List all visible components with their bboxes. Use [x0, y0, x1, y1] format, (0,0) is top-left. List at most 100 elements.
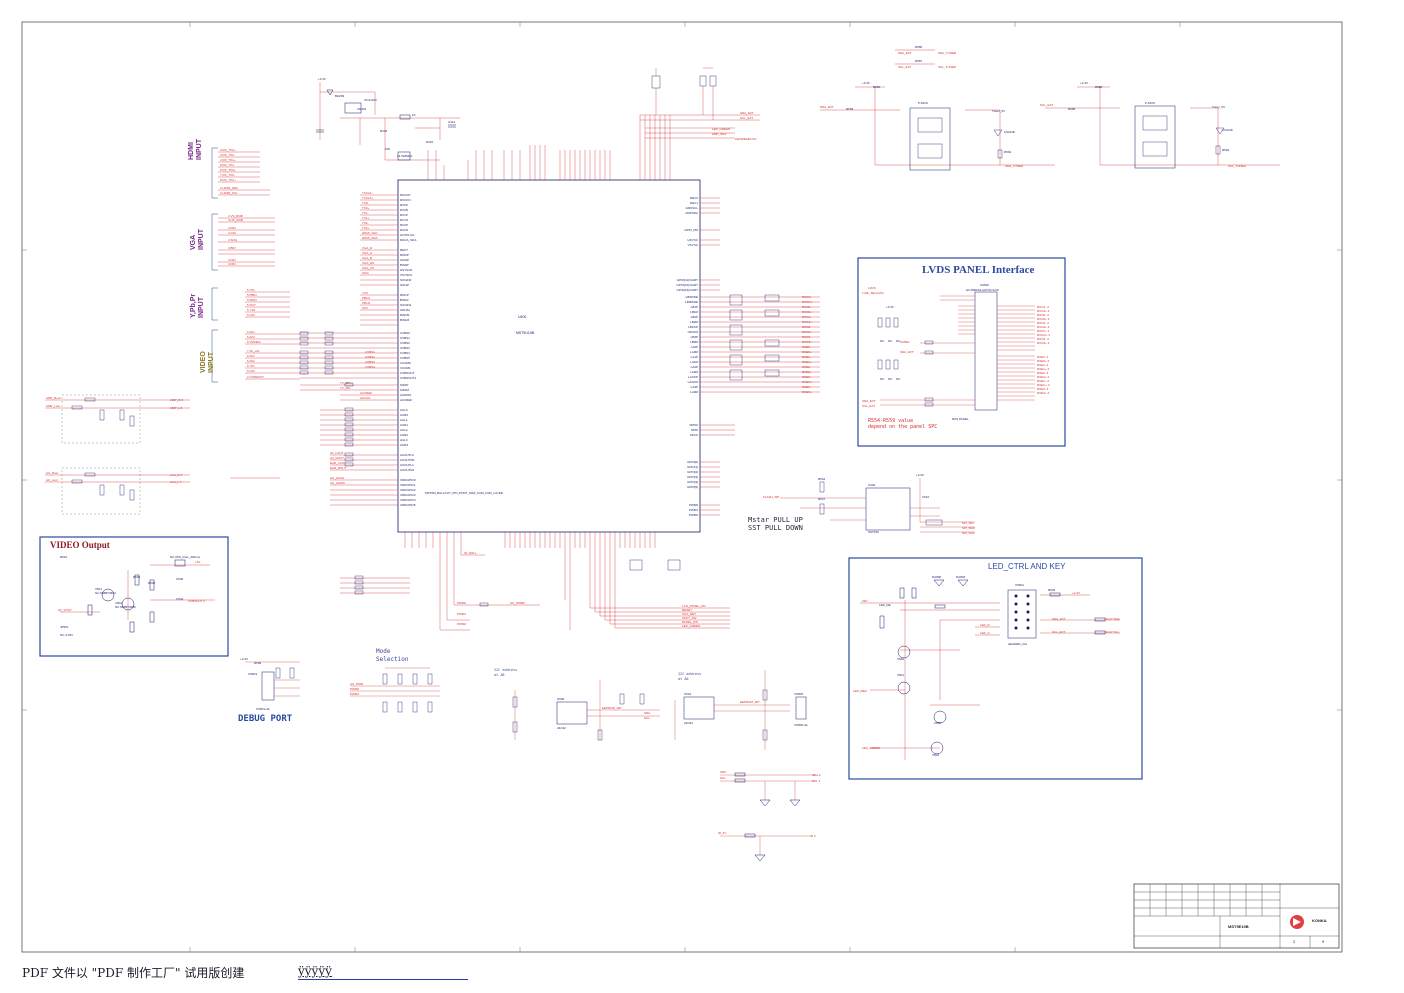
svg-text:RXO1-: RXO1-	[802, 315, 811, 319]
svg-text:2 RX_TX2+: 2 RX_TX2+	[220, 148, 236, 152]
svg-text:1N4148: 1N4148	[1222, 128, 1233, 132]
svg-text:SIF0P: SIF0P	[400, 383, 408, 387]
svg-text:6 AV2: 6 AV2	[247, 335, 255, 339]
svg-text:2 CVBSOUT: 2 CVBSOUT	[247, 375, 264, 379]
svg-text:SCL: SCL	[720, 776, 726, 780]
svg-text:KEY: KEY	[862, 599, 868, 603]
svg-text:RXO0+: RXO0+	[802, 310, 812, 314]
svg-text:NC47 SCL: NC47 SCL	[1105, 630, 1120, 634]
svg-text:CVBSOUT: CVBSOUT	[400, 371, 415, 375]
svg-text:R594: R594	[1004, 150, 1012, 154]
lvds-panel-box	[857, 257, 1066, 447]
svg-text:R587: R587	[915, 59, 923, 63]
svg-text:5 Y1N: 5 Y1N	[247, 308, 255, 312]
svg-text:RXCKP: RXCKP	[400, 193, 410, 197]
footer-link[interactable]: ÿÿÿÿÿ	[298, 964, 332, 978]
svg-text:LED_G: LED_G	[980, 631, 991, 635]
svg-text:DA800: DA800	[932, 575, 942, 579]
svg-text:JP501: JP501	[60, 625, 69, 629]
svg-text:+3.3V: +3.3V	[886, 305, 894, 309]
svg-text:SSTPW: SSTPW	[868, 530, 879, 534]
svg-text:VR404: VR404	[357, 107, 367, 111]
svg-text:SDA 3: SDA 3	[812, 773, 821, 777]
svg-text:AUVREF: AUVREF	[400, 398, 412, 402]
svg-text:RXOC+: RXOC+	[802, 300, 813, 304]
svg-text:XS500: XS500	[980, 283, 989, 287]
svg-text:P-MOS: P-MOS	[1145, 101, 1155, 105]
svg-text:4 GIN: 4 GIN	[228, 231, 236, 235]
svg-text:GPIO[2]: GPIO[2]	[687, 470, 698, 474]
svg-text:R404: R404	[380, 129, 388, 133]
eeprom-address-note: I2C address at A0	[678, 672, 702, 681]
svg-text:GPIO[12]/UART: GPIO[12]/UART	[677, 283, 699, 287]
svg-text:U500: U500	[557, 697, 565, 701]
svg-text:GPIO[5]: GPIO[5]	[687, 485, 698, 489]
svg-text:AMP_Rout: AMP_Rout	[46, 396, 61, 400]
svg-text:IR_WALL: IR_WALL	[464, 551, 477, 555]
svg-text:TX2+: TX2+	[362, 226, 370, 230]
svg-text:TX2-: TX2-	[362, 221, 369, 225]
svg-text:RX2N: RX2N	[400, 228, 408, 232]
svg-text:XS503-4A: XS503-4A	[256, 707, 270, 711]
svg-text:LB3M: LB3M	[690, 340, 698, 344]
svg-text:AV_ROUT: AV_ROUT	[330, 456, 344, 460]
svg-text:RX2P: RX2P	[400, 223, 408, 227]
svg-text:NC: NC	[896, 339, 901, 343]
svg-text:NC,X50_Over_200mA: NC,X50_Over_200mA	[170, 555, 200, 559]
svg-text:RXOC+ 4: RXOC+ 4	[1037, 333, 1050, 337]
svg-text:RXO3+ 4: RXO3+ 4	[1037, 341, 1050, 345]
title-block-of: 9	[1322, 939, 1325, 944]
svg-text:SCL_TUNER: SCL_TUNER	[938, 65, 957, 69]
svg-text:R585: R585	[1095, 85, 1103, 89]
svg-text:6 YIN: 6 YIN	[247, 364, 254, 368]
svg-text:SCL: SCL	[644, 716, 650, 720]
svg-text:R592: R592	[1222, 148, 1230, 152]
svg-text:+3.3V: +3.3V	[916, 473, 924, 477]
svg-text:RX1N: RX1N	[400, 218, 408, 222]
svg-text:CVBS4: CVBS4	[400, 351, 410, 355]
svg-text:DDCA_SDA: DDCA_SDA	[400, 238, 416, 242]
svg-text:DDC1: DDC1	[690, 201, 698, 205]
svg-text:R509: R509	[254, 661, 262, 665]
svg-text:+3.3V: +3.3V	[318, 77, 326, 81]
title-block-drawing: MST9E19B	[1228, 924, 1249, 929]
svg-text:TX0-: TX0-	[362, 201, 369, 205]
svg-text:RXE2- 4: RXE2- 4	[1037, 371, 1049, 375]
svg-text:AUOUTL1: AUOUTL1	[400, 463, 414, 467]
svg-text:RXE3+: RXE3+	[802, 390, 812, 394]
svg-text:7 AV_vds: 7 AV_vds	[247, 349, 260, 353]
svg-text:2 HDMI_SCL: 2 HDMI_SCL	[220, 191, 238, 195]
svg-text:RXO0-: RXO0-	[802, 305, 811, 309]
svg-text:AUL2: AUL2	[400, 428, 408, 432]
svg-text:AUDIN0: AUDIN0	[400, 393, 411, 397]
svg-text:AUR1: AUR1	[400, 423, 408, 427]
svg-text:AUR3: AUR3	[400, 443, 408, 447]
svg-text:R533: R533	[133, 575, 141, 579]
svg-text:V502: V502	[934, 721, 941, 725]
svg-text:C414: C414	[448, 120, 456, 124]
svg-text:OD5EL: OD5EL	[900, 340, 910, 344]
svg-text:5 PRIN: 5 PRIN	[247, 298, 257, 302]
svg-text:6 AV1: 6 AV1	[247, 330, 255, 334]
svg-text:Tuner_5V: Tuner_5V	[1212, 105, 1225, 109]
svg-text:LBCKM: LBCKM	[688, 330, 699, 334]
svg-text:LB1P: LB1P	[691, 305, 698, 309]
svg-text:NC47 SDA: NC47 SDA	[1105, 617, 1120, 621]
svg-text:Y1N: Y1N	[362, 291, 368, 295]
svg-text:SCL_EXT: SCL_EXT	[1052, 630, 1066, 634]
svg-text:GIN1M: GIN1M	[400, 308, 410, 312]
svg-text:DDC0: DDC0	[690, 196, 698, 200]
svg-text:AUOUTL0: AUOUTL0	[400, 453, 414, 457]
svg-text:NC: NC	[888, 377, 893, 381]
svg-text:7 RX_TX0-: 7 RX_TX0-	[220, 173, 235, 177]
debug-port-title: DEBUG PORT	[238, 714, 293, 724]
svg-text:SPI_SDO: SPI_SDO	[962, 526, 976, 530]
svg-text:1N4148: 1N4148	[1004, 130, 1015, 134]
svg-text:4 HS_RGB: 4 HS_RGB	[228, 218, 243, 222]
svg-text:NC,MMBT3904: NC,MMBT3904	[95, 591, 116, 595]
svg-text:SDA: SDA	[720, 770, 726, 774]
svg-text:4 BIN: 4 BIN	[228, 246, 236, 250]
svg-text:R586: R586	[915, 45, 923, 49]
svg-text:BIN0P: BIN0P	[400, 263, 409, 267]
svg-text:V504: V504	[932, 753, 939, 757]
